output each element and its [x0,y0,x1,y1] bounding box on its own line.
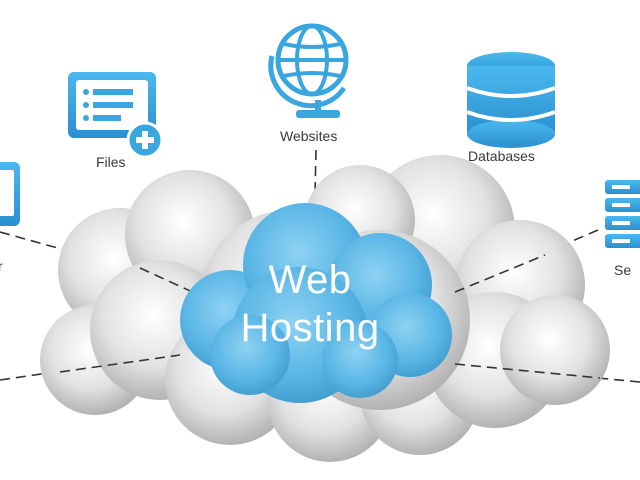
servers-label: Se [614,262,632,278]
center-title: Web Hosting [210,258,410,350]
web-hosting-cloud [180,203,452,403]
center-title-line1: Web [268,258,352,302]
server-icon [605,180,640,248]
left-node-label: r [0,258,3,274]
globe-icon [268,23,349,118]
center-title-line2: Hosting [240,306,380,350]
databases-label: Databases [468,148,535,164]
database-icon [466,52,556,148]
websites-label: Websites [280,128,338,144]
device-icon [0,162,20,226]
files-label: Files [96,154,126,170]
file-list-add-icon [68,72,164,159]
